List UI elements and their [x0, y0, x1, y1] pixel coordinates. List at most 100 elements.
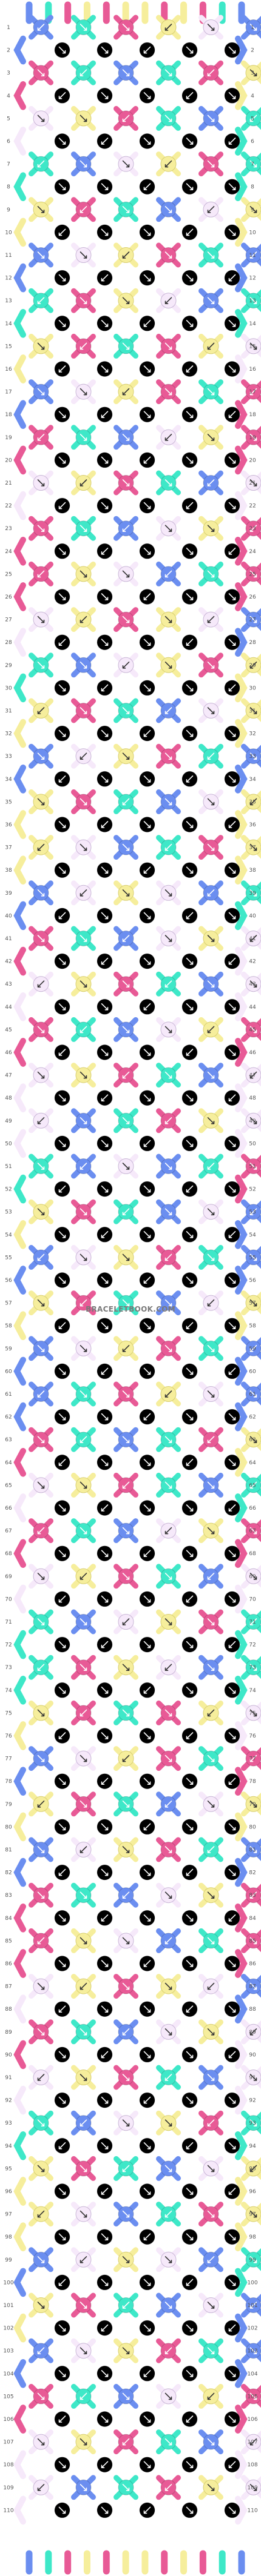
- knot-arrow-icon: [228, 1231, 236, 1238]
- knot-arrow-icon: [143, 1185, 151, 1193]
- knot: [29, 1108, 53, 1134]
- row-number-left: 33: [5, 754, 12, 760]
- knot: [29, 1609, 53, 1635]
- knot: [54, 2047, 70, 2063]
- edge-string-right: [235, 2495, 248, 2525]
- knot: [198, 105, 223, 131]
- knot: [198, 2065, 223, 2090]
- knot: [114, 1518, 138, 1544]
- row-number-right: 13: [249, 298, 256, 304]
- knot-arrow-icon: [37, 251, 45, 259]
- knot: [224, 1454, 240, 1470]
- knot-arrow-icon: [122, 297, 130, 304]
- knot: [29, 197, 53, 222]
- knot-arrow-icon: [186, 1231, 194, 1238]
- knot-arrow-icon: [207, 616, 215, 623]
- knot-arrow-icon: [143, 1003, 151, 1011]
- knot-arrow-icon: [37, 434, 45, 441]
- row-number-left: 18: [5, 412, 12, 418]
- knot-arrow-icon: [58, 1595, 66, 1603]
- row-number-left: 40: [5, 913, 12, 919]
- knot-arrow-icon: [122, 1390, 130, 1398]
- row-number-right: 60: [249, 1369, 256, 1375]
- knot: [198, 2019, 223, 2045]
- knot: [241, 561, 261, 586]
- watermark: BRACELETBOOK.COM: [86, 1305, 175, 1313]
- row-number-right: 29: [249, 663, 256, 669]
- knot-arrow-icon: [58, 1003, 66, 1011]
- knot: [71, 1882, 96, 1908]
- knot: [139, 1409, 155, 1425]
- knot-arrow-icon: [80, 1163, 87, 1170]
- knot-arrow-icon: [80, 1208, 87, 1215]
- knot-arrow-icon: [58, 1550, 66, 1557]
- knot-arrow-icon: [122, 1573, 130, 1580]
- knot-arrow-icon: [80, 1026, 87, 1034]
- knot: [156, 789, 181, 814]
- knot-arrow-icon: [186, 1823, 194, 1831]
- row-number-left: 85: [5, 1938, 12, 1944]
- knot-arrow-icon: [80, 69, 87, 76]
- knot-arrow-icon: [143, 957, 151, 965]
- knot-arrow-icon: [122, 798, 130, 806]
- knot: [198, 2338, 223, 2363]
- knot-arrow-icon: [228, 1732, 236, 1739]
- knot-arrow-icon: [164, 2484, 172, 2491]
- knot-arrow-icon: [122, 2165, 130, 2173]
- row-number-right: 6: [251, 139, 254, 145]
- row-number-left: 45: [5, 1027, 12, 1033]
- knot-grid: [29, 15, 261, 2518]
- knot: [114, 789, 138, 814]
- knot: [241, 516, 261, 541]
- knot-arrow-icon: [249, 206, 257, 213]
- edge-string-left: [13, 1402, 26, 1432]
- knot-arrow-icon: [249, 1709, 257, 1717]
- knot: [198, 1974, 223, 1999]
- knot: [241, 151, 261, 177]
- knot-arrow-icon: [207, 2074, 215, 2081]
- knot: [71, 60, 96, 85]
- knot: [71, 971, 96, 997]
- knot: [97, 589, 113, 605]
- knot-arrow-icon: [101, 548, 109, 555]
- knot: [139, 1728, 155, 1744]
- knot: [224, 224, 240, 241]
- knot-arrow-icon: [122, 388, 130, 396]
- knot: [156, 2202, 181, 2227]
- knot: [181, 1181, 198, 1197]
- knot: [29, 2156, 53, 2181]
- knot: [97, 725, 113, 742]
- knot: [29, 561, 53, 586]
- row-number-right: 39: [249, 891, 256, 897]
- knot-arrow-icon: [101, 138, 109, 145]
- knot: [156, 835, 181, 860]
- knot: [224, 1135, 240, 1152]
- knot-arrow-icon: [228, 866, 236, 874]
- knot: [181, 361, 198, 377]
- knot-arrow-icon: [122, 1071, 130, 1079]
- knot-arrow-icon: [207, 1436, 215, 1443]
- knot-arrow-icon: [249, 115, 257, 122]
- knot: [97, 1682, 113, 1698]
- knot-arrow-icon: [228, 2051, 236, 2059]
- knot: [54, 589, 70, 605]
- row-number-left: 14: [5, 321, 12, 327]
- knot: [114, 2247, 138, 2272]
- knot-arrow-icon: [207, 342, 215, 350]
- edge-string-left: [13, 537, 26, 566]
- row-number-right: 55: [249, 1255, 256, 1261]
- knot-arrow-icon: [101, 1276, 109, 1284]
- knot-arrow-icon: [80, 1982, 87, 1990]
- knot-arrow-icon: [228, 2233, 236, 2240]
- knot: [114, 1564, 138, 1589]
- knot: [71, 2429, 96, 2455]
- knot-arrow-icon: [80, 24, 87, 31]
- knot: [224, 589, 240, 605]
- knot: [114, 743, 138, 769]
- knot: [29, 1928, 53, 1953]
- knot-arrow-icon: [37, 2484, 45, 2491]
- knot: [224, 1956, 240, 1971]
- knot-arrow-icon: [122, 115, 130, 122]
- knot: [71, 2110, 96, 2136]
- knot: [139, 1773, 155, 1790]
